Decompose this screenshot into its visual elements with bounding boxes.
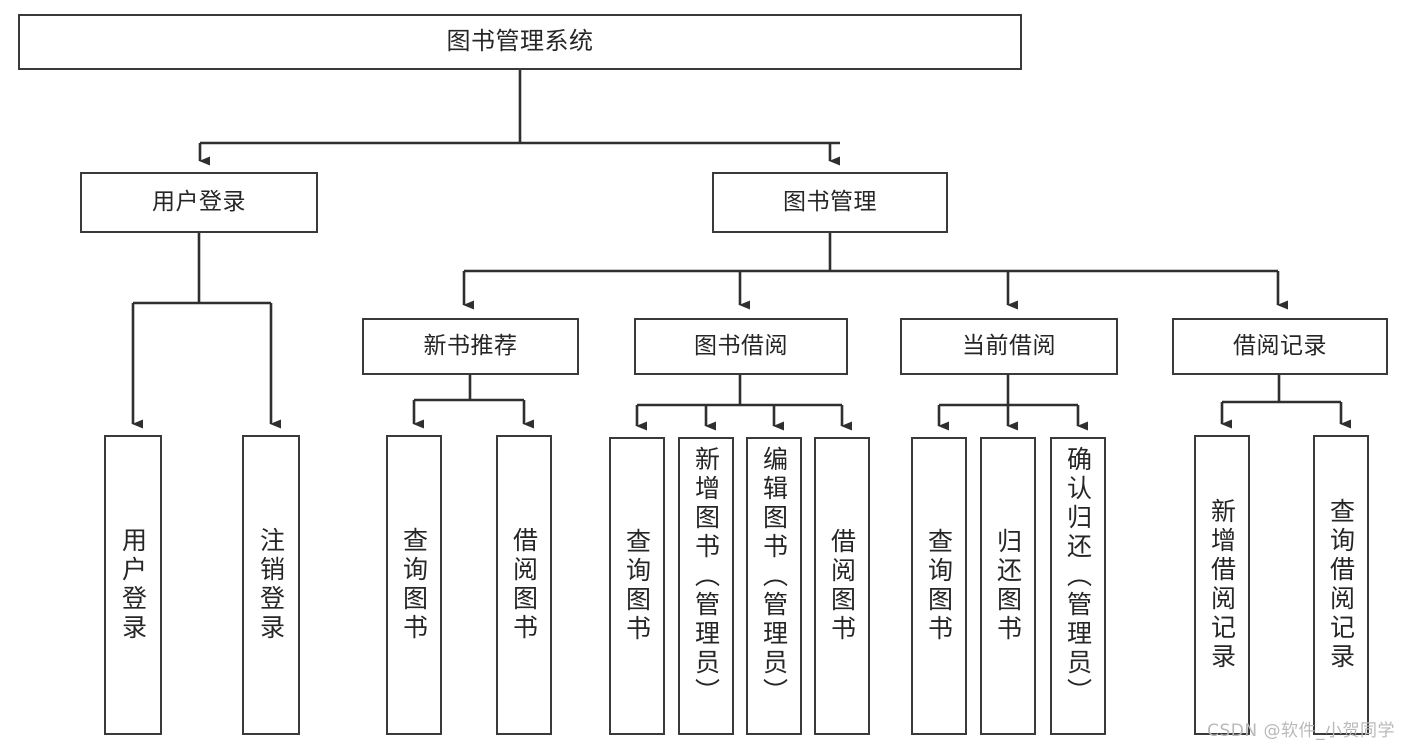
node-borrow-record-label: 借阅记录 <box>1233 333 1327 360</box>
node-leaf-borrow-book-2[interactable]: 借阅图书 <box>814 437 870 735</box>
node-book-borrow-label: 图书借阅 <box>694 333 788 360</box>
node-leaf-return-book-label: 归还图书 <box>993 528 1023 644</box>
node-leaf-query-book-2[interactable]: 查询图书 <box>609 437 665 735</box>
node-new-book-recommend-label: 新书推荐 <box>423 333 518 360</box>
node-leaf-borrow-book-2-label: 借阅图书 <box>827 528 857 644</box>
node-leaf-query-book-1[interactable]: 查询图书 <box>386 435 442 735</box>
node-leaf-add-book-label: 新增图书（管理员） <box>691 446 721 707</box>
node-leaf-add-book[interactable]: 新增图书（管理员） <box>678 437 734 735</box>
node-leaf-query-book-3-label: 查询图书 <box>924 528 954 644</box>
node-new-book-recommend[interactable]: 新书推荐 <box>362 318 579 375</box>
node-leaf-query-record[interactable]: 查询借阅记录 <box>1313 435 1369 735</box>
node-leaf-confirm-return-label: 确认归还（管理员） <box>1063 446 1093 707</box>
node-leaf-query-book-2-label: 查询图书 <box>622 528 652 644</box>
node-leaf-query-record-label: 查询借阅记录 <box>1326 498 1356 672</box>
node-leaf-query-book-3[interactable]: 查询图书 <box>911 437 967 735</box>
node-leaf-edit-book[interactable]: 编辑图书（管理员） <box>746 437 802 735</box>
node-leaf-add-record[interactable]: 新增借阅记录 <box>1194 435 1250 735</box>
node-leaf-add-record-label: 新增借阅记录 <box>1207 498 1237 672</box>
node-book-manage-label: 图书管理 <box>783 189 877 216</box>
node-current-borrow[interactable]: 当前借阅 <box>900 318 1118 375</box>
node-root-label: 图书管理系统 <box>446 27 594 56</box>
node-leaf-logout-login-label: 注销登录 <box>256 527 286 643</box>
node-leaf-return-book[interactable]: 归还图书 <box>980 437 1036 735</box>
node-user-login-label: 用户登录 <box>152 189 246 216</box>
node-book-manage[interactable]: 图书管理 <box>712 172 948 233</box>
node-leaf-borrow-book-1-label: 借阅图书 <box>509 527 539 643</box>
node-leaf-user-login[interactable]: 用户登录 <box>104 435 162 735</box>
node-leaf-edit-book-label: 编辑图书（管理员） <box>759 446 789 707</box>
node-user-login[interactable]: 用户登录 <box>80 172 318 233</box>
node-leaf-logout-login[interactable]: 注销登录 <box>242 435 300 735</box>
node-root[interactable]: 图书管理系统 <box>18 14 1022 70</box>
node-borrow-record[interactable]: 借阅记录 <box>1172 318 1388 375</box>
node-leaf-query-book-1-label: 查询图书 <box>399 527 429 643</box>
node-book-borrow[interactable]: 图书借阅 <box>634 318 848 375</box>
node-leaf-borrow-book-1[interactable]: 借阅图书 <box>496 435 552 735</box>
node-leaf-user-login-label: 用户登录 <box>118 527 148 643</box>
node-leaf-confirm-return[interactable]: 确认归还（管理员） <box>1050 437 1106 735</box>
node-current-borrow-label: 当前借阅 <box>962 333 1056 360</box>
watermark-text: CSDN @软件_小贺同学 <box>1207 721 1395 741</box>
